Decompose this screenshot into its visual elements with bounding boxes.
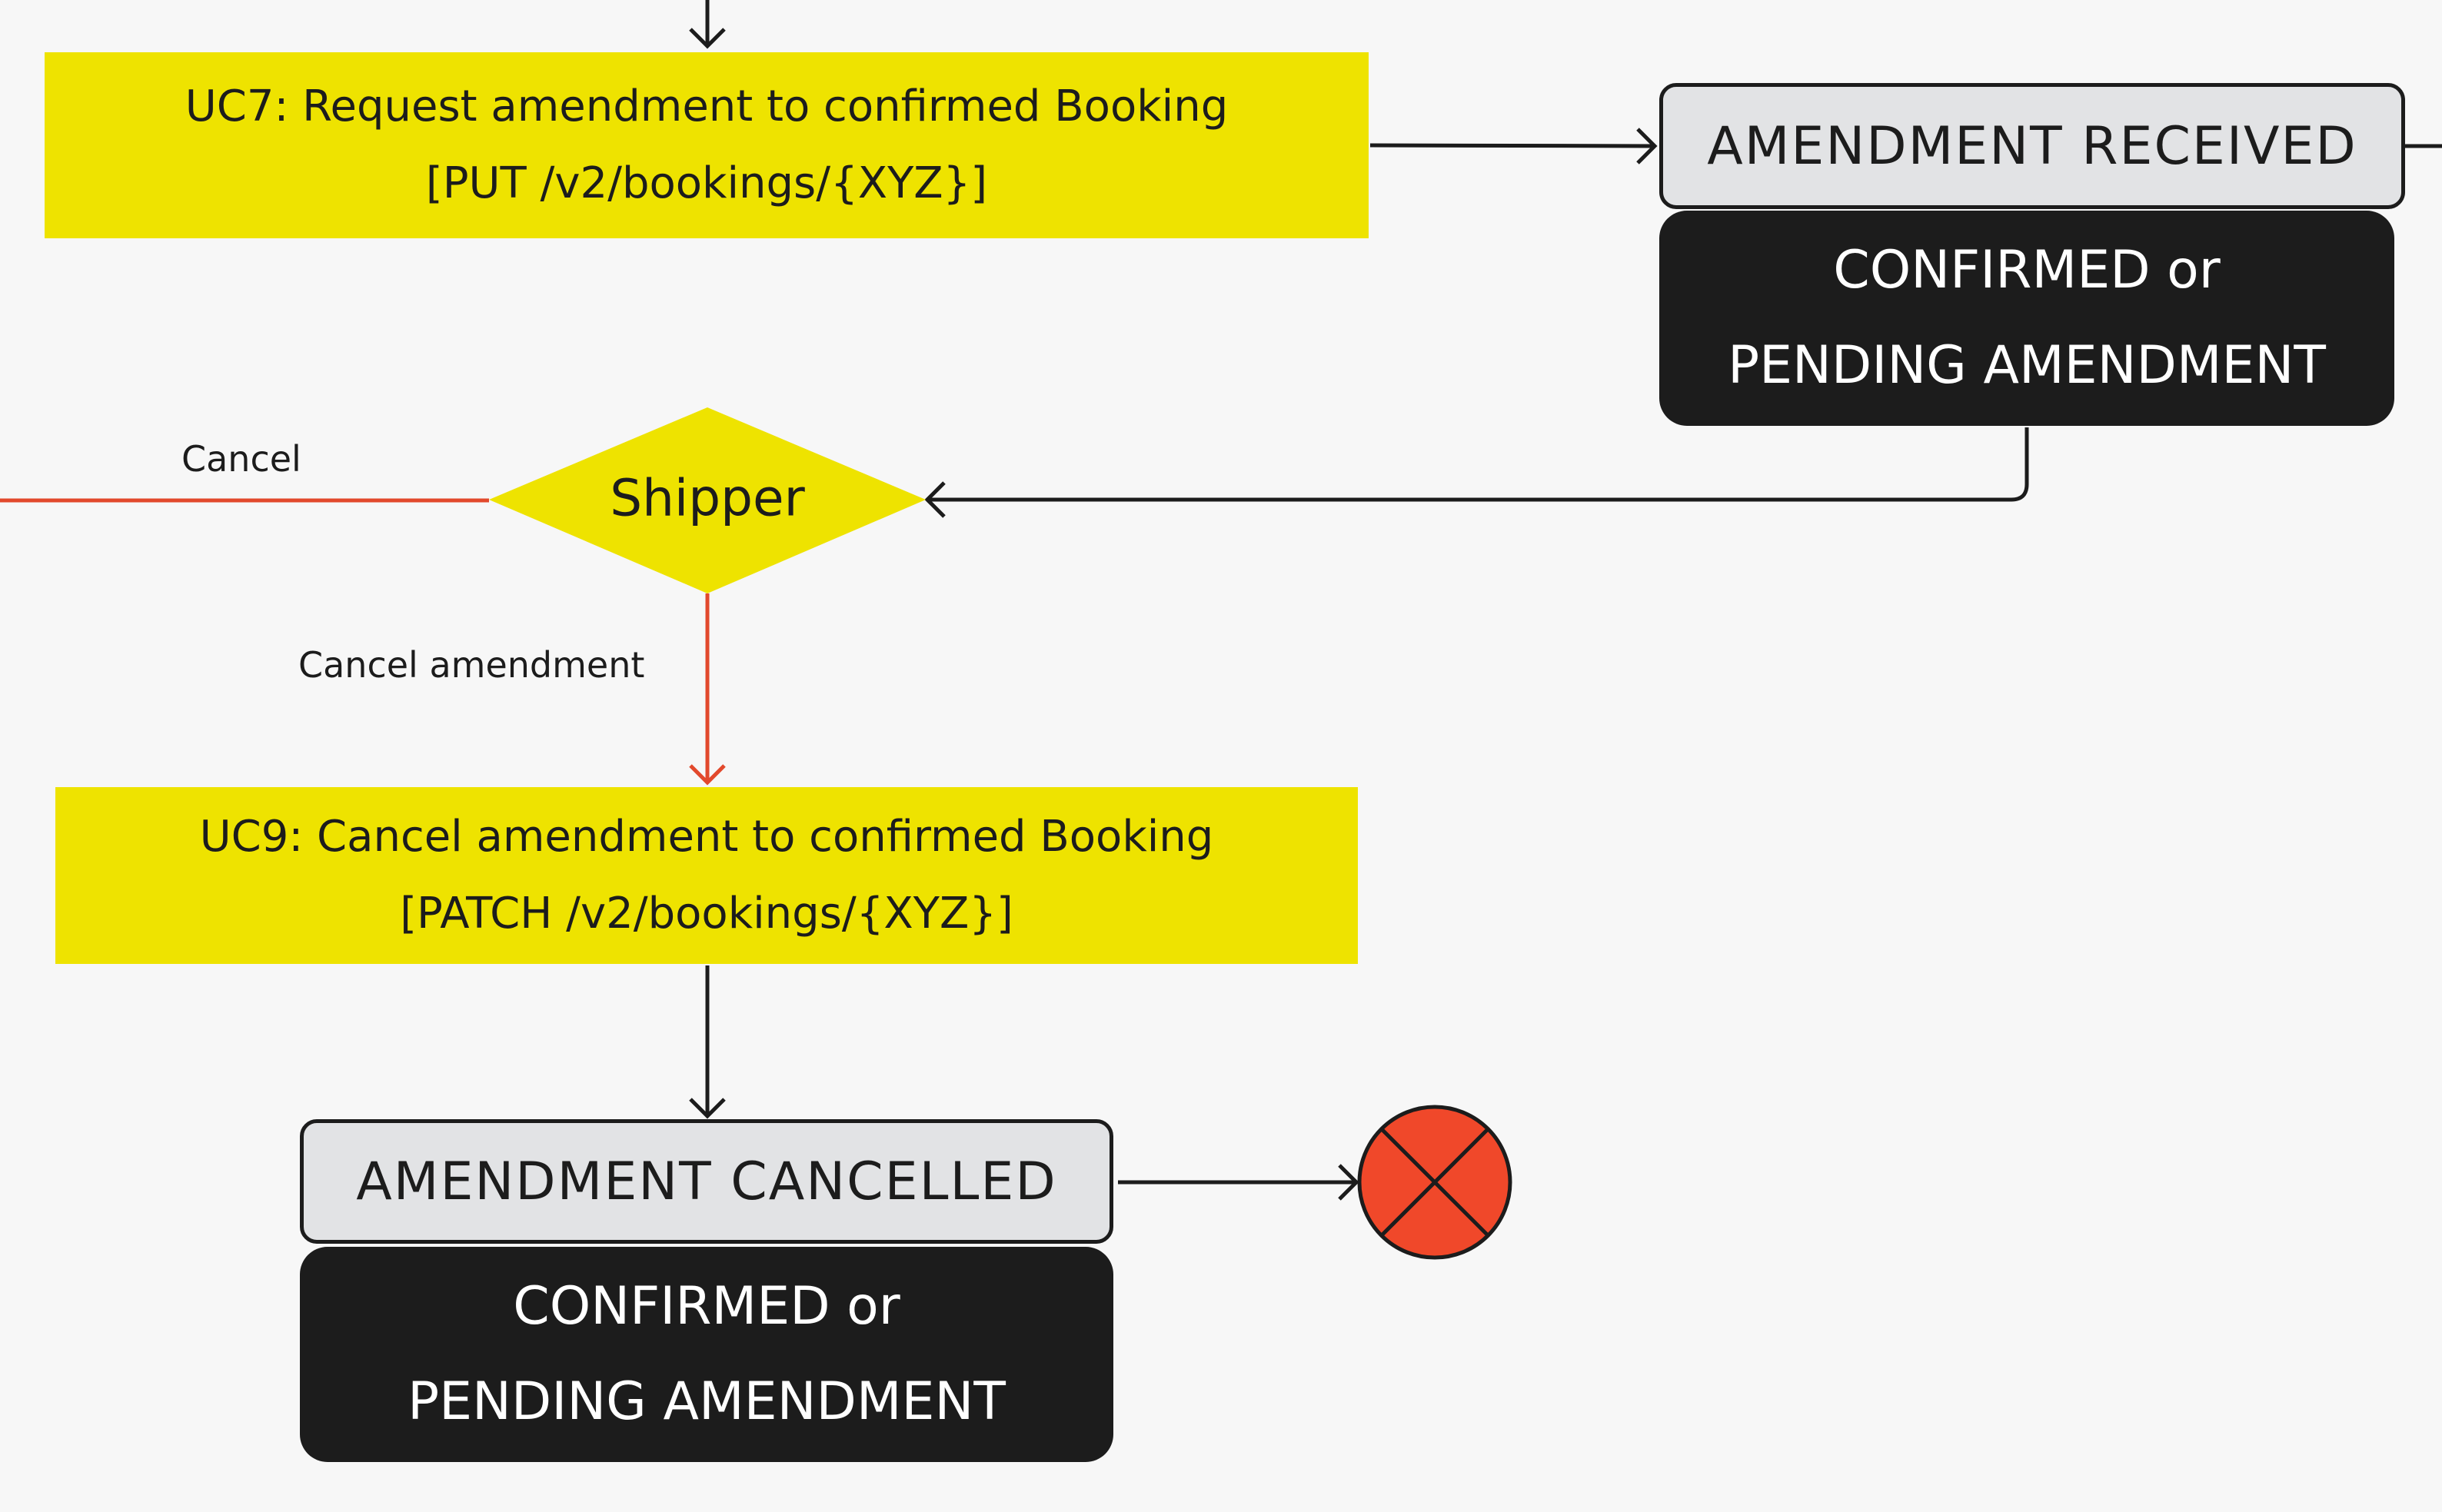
amendment-cancelled-booking-state: CONFIRMED or PENDING AMENDMENT	[300, 1247, 1113, 1462]
end-state-cross-circle-icon	[1357, 1105, 1512, 1260]
amendment-received-booking-state: CONFIRMED or PENDING AMENDMENT	[1659, 211, 2394, 426]
amendment-received-status: AMENDMENT RECEIVED	[1659, 83, 2405, 209]
edge-shipper-to-uc9	[689, 593, 726, 786]
edge-state-to-shipper	[924, 427, 2029, 518]
edge-uc7-to-amendment-received	[1369, 128, 1658, 164]
uc9-endpoint: [PATCH /v2/bookings/{XYZ}]	[400, 889, 1013, 939]
amendment-cancelled-state-line2: PENDING AMENDMENT	[408, 1371, 1006, 1432]
cancel-edge-label: Cancel	[181, 438, 301, 480]
uc9-action-box: UC9: Cancel amendment to confirmed Booki…	[55, 787, 1358, 964]
uc7-endpoint: [PUT /v2/bookings/{XYZ}]	[425, 158, 988, 208]
amendment-received-state-line2: PENDING AMENDMENT	[1728, 335, 2326, 396]
shipper-decision-diamond	[489, 407, 926, 593]
edge-uc9-to-amendment-cancelled	[689, 965, 726, 1119]
amendment-received-state-line1: CONFIRMED or	[1833, 240, 2221, 301]
uc9-title: UC9: Cancel amendment to confirmed Booki…	[199, 812, 1214, 862]
amendment-cancelled-status: AMENDMENT CANCELLED	[300, 1119, 1113, 1244]
amendment-received-label: AMENDMENT RECEIVED	[1707, 115, 2357, 177]
edge-amendment-cancelled-to-end	[1118, 1164, 1359, 1201]
shipper-decision-label: Shipper	[610, 468, 805, 528]
amendment-cancelled-label: AMENDMENT CANCELLED	[356, 1151, 1057, 1212]
uc7-action-box: UC7: Request amendment to confirmed Book…	[45, 52, 1369, 238]
uc7-title: UC7: Request amendment to confirmed Book…	[185, 81, 1229, 131]
edge-entry-to-uc7	[689, 0, 726, 49]
amendment-cancelled-state-line1: CONFIRMED or	[513, 1276, 900, 1337]
cancel-amendment-edge-label: Cancel amendment	[298, 644, 645, 686]
